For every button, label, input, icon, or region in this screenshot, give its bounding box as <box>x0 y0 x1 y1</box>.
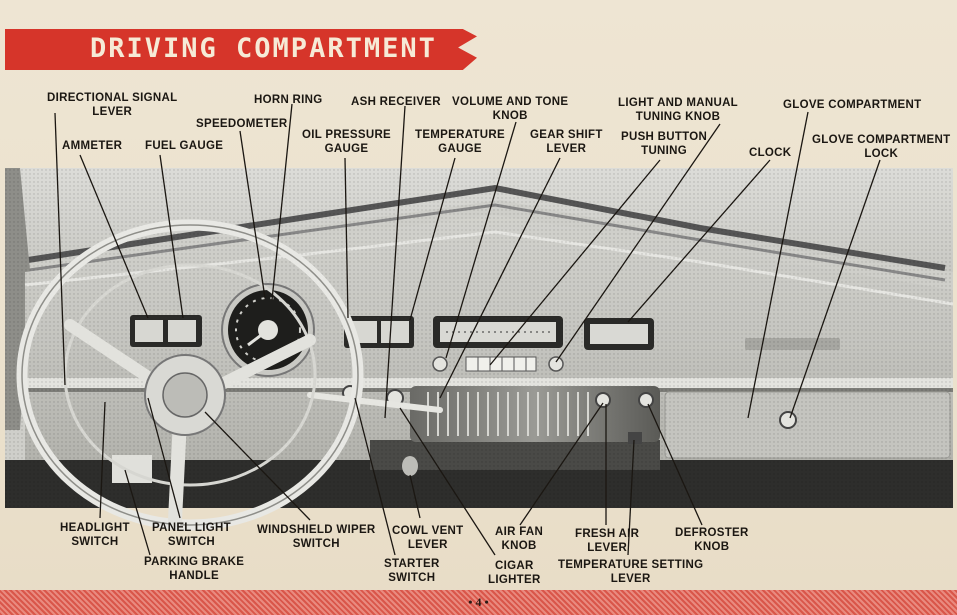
label-ammeter: AMMETER <box>62 140 123 152</box>
label-fuel-gauge: FUEL GAUGE <box>145 140 224 152</box>
label-cigar-lighter: CIGAR LIGHTER <box>488 560 541 586</box>
label-push-button-tuning: PUSH BUTTON TUNING <box>621 131 708 157</box>
title-banner <box>5 29 477 70</box>
label-horn-ring: HORN RING <box>254 94 323 106</box>
label-starter-switch: STARTER SWITCH <box>384 558 440 584</box>
label-defroster-knob: DEFROSTER KNOB <box>675 527 749 553</box>
label-headlight-switch: HEADLIGHT SWITCH <box>60 522 130 548</box>
label-air-fan-knob: AIR FAN KNOB <box>495 526 544 552</box>
label-cowl-vent-lever: COWL VENT LEVER <box>392 525 464 551</box>
label-gear-shift-lever: GEAR SHIFT LEVER <box>530 129 603 155</box>
page-title: DRIVING COMPARTMENT <box>90 33 437 64</box>
page-number: • 4 • <box>468 595 489 609</box>
label-volume-tone-knob: VOLUME AND TONE KNOB <box>452 96 569 122</box>
label-glove-compartment: GLOVE COMPARTMENT <box>783 99 922 111</box>
label-temperature-gauge: TEMPERATURE GAUGE <box>415 129 505 155</box>
steering-wheel <box>16 219 364 531</box>
label-panel-light-switch: PANEL LIGHT SWITCH <box>152 522 231 548</box>
label-ash-receiver: ASH RECEIVER <box>351 96 441 108</box>
label-parking-brake-handle: PARKING BRAKE HANDLE <box>144 556 245 582</box>
label-windshield-wiper-switch: WINDSHIELD WIPER SWITCH <box>257 524 376 550</box>
label-oil-pressure-gauge: OIL PRESSURE GAUGE <box>302 129 392 155</box>
label-speedometer: SPEEDOMETER <box>196 118 288 130</box>
label-temperature-setting-lever: TEMPERATURE SETTING LEVER <box>558 559 704 585</box>
label-directional-signal-lever: DIRECTIONAL SIGNAL LEVER <box>47 92 178 118</box>
label-fresh-air-lever: FRESH AIR LEVER <box>575 528 640 554</box>
bottom-stripe <box>0 590 957 615</box>
instrument-cluster <box>112 283 797 483</box>
label-clock: CLOCK <box>749 147 792 159</box>
leader-lines <box>54 103 881 556</box>
label-light-manual-tuning-knob: LIGHT AND MANUAL TUNING KNOB <box>618 97 738 123</box>
label-glove-compartment-lock: GLOVE COMPARTMENT LOCK <box>812 134 951 160</box>
